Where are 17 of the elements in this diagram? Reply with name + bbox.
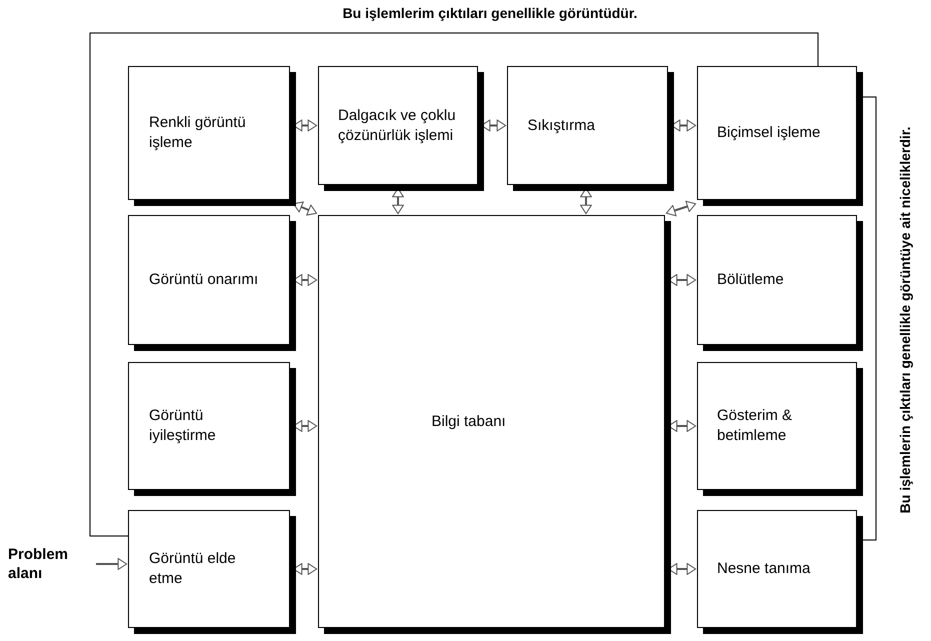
box-label: Gösterim & betimleme [717, 406, 794, 446]
box-label: Görüntü onarımı [149, 270, 260, 290]
side-note: Bu işlemlerin çıktıları genellikle görüntüye ait niceliklerdir. [896, 126, 914, 516]
box-label: Görüntü iyileştirme [149, 406, 217, 446]
double-arrow [292, 201, 318, 216]
box-label: Bilgi tabanı [432, 412, 507, 432]
box-label: Renkli görüntü işleme [149, 113, 247, 153]
double-arrow [96, 558, 128, 570]
box-label: Dalgacık ve çoklu çözünürlük işlemi [338, 106, 457, 146]
box-label: Nesne tanıma [717, 559, 812, 579]
double-arrow [666, 200, 696, 216]
box-label: Bölütleme [717, 270, 785, 290]
connector-line [90, 32, 818, 536]
box-label: Sıkıştırma [528, 116, 596, 136]
input-label: Problem alanı [8, 545, 70, 583]
box-label: Görüntü elde etme [149, 549, 237, 589]
box-label: Biçimsel işleme [717, 123, 822, 143]
